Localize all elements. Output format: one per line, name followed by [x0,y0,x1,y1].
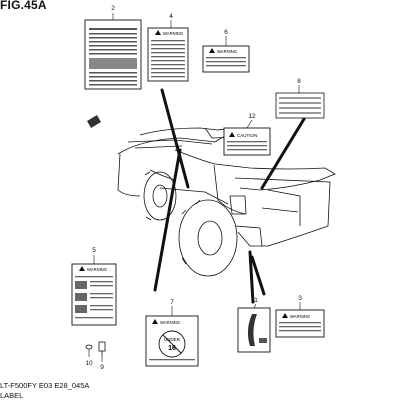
figure-caption-code: LT-F500FY E03 E28_045A [0,381,90,390]
leader-line-label-3 [250,255,266,296]
label-12-caution: CAUTION [223,127,271,156]
warning-triangle-icon [282,313,288,318]
callout-9: 9 [100,364,104,371]
warning-triangle-icon [155,30,161,35]
label-5-warning-text: WARNING [87,267,107,272]
direction-arrow-icon [87,115,101,128]
warning-triangle-icon [152,319,158,324]
label-7-age-text: 16 [168,345,176,352]
callout-10: 10 [85,360,93,367]
callout-2: 2 [111,5,115,12]
warning-triangle-icon [79,266,85,271]
warning-triangle-icon [209,48,215,53]
callout-4: 4 [169,13,173,20]
label-1-curved-warning [237,307,271,353]
label-2-warning-sheet [84,19,142,90]
leader-line-label-7 [248,250,255,304]
label-6-warning: WARNING [202,45,250,73]
label-5-warning-sheet: WARNING [71,263,117,326]
atv-drawing [117,127,336,277]
label-7-warning-text: WARNING [160,320,180,325]
callout-8: 8 [297,78,301,85]
callout-5: 5 [92,247,96,254]
label-8-strip [275,92,325,119]
figure-title: FIG.45A [0,0,47,12]
label-3-warning-strip: WARNING [275,309,325,338]
callout-3: 3 [298,295,302,302]
part-10-clip [85,344,93,350]
label-12-caution-text: CAUTION [237,133,257,138]
label-4-warning-sheet: WARNING [147,27,189,82]
callout-6: 6 [224,29,228,36]
label-3-warning-text: WARNING [290,314,310,319]
leader-line-label-5 [153,148,182,292]
figure-caption-name: LABEL [0,391,24,400]
part-9-screw [98,341,106,356]
callout-7: 7 [170,299,174,306]
callout-12: 12 [248,113,256,120]
caution-triangle-icon [229,132,235,137]
label-7-under-16-warning: WARNING UNDER 16 [145,315,199,367]
label-4-warning-text: WARNING [163,31,183,36]
leader-line-label-8 [260,117,306,190]
label-7-under-text: UNDER [164,337,181,342]
callout-1: 1 [254,297,258,304]
label-6-warning-text: WARNING [217,49,237,54]
